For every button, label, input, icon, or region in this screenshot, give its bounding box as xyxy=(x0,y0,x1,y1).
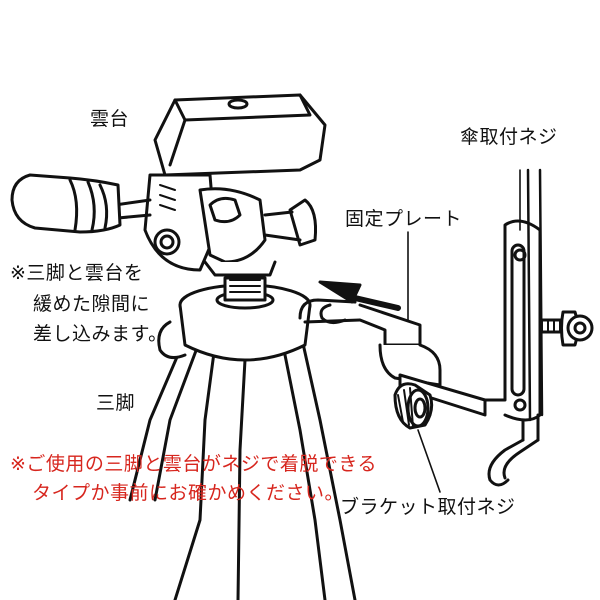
pan-head xyxy=(143,93,327,277)
note-line-2: 緩めた隙間に xyxy=(33,293,151,315)
fixing-plate-label: 固定プレート xyxy=(345,208,463,230)
tripod-label: 三脚 xyxy=(96,392,136,414)
note-line-3: 差し込みます。 xyxy=(33,323,168,345)
umbrella-screw xyxy=(538,310,594,347)
bracket-screw xyxy=(393,382,434,430)
umbrella-screw-label: 傘取付ネジ xyxy=(460,126,558,148)
warning-line-1: ※ご使用の三脚と雲台がネジで着脱できる xyxy=(10,453,378,475)
fixing-plate xyxy=(298,298,442,387)
warning-line-2: タイプか事前にお確かめください。 xyxy=(32,482,345,504)
note-line-1: ※三脚と雲台を xyxy=(10,262,144,284)
tripod-top-plate xyxy=(157,276,312,362)
bracket xyxy=(398,219,542,422)
bracket-screw-label: ブラケット取付ネジ xyxy=(340,496,516,518)
tripod-legs xyxy=(128,328,357,600)
pan-head-label: 雲台 xyxy=(90,108,130,130)
insertion-arrow xyxy=(318,280,401,311)
pan-handle xyxy=(10,173,152,234)
leader-lines xyxy=(407,169,521,493)
umbrella-shaft xyxy=(487,168,544,487)
